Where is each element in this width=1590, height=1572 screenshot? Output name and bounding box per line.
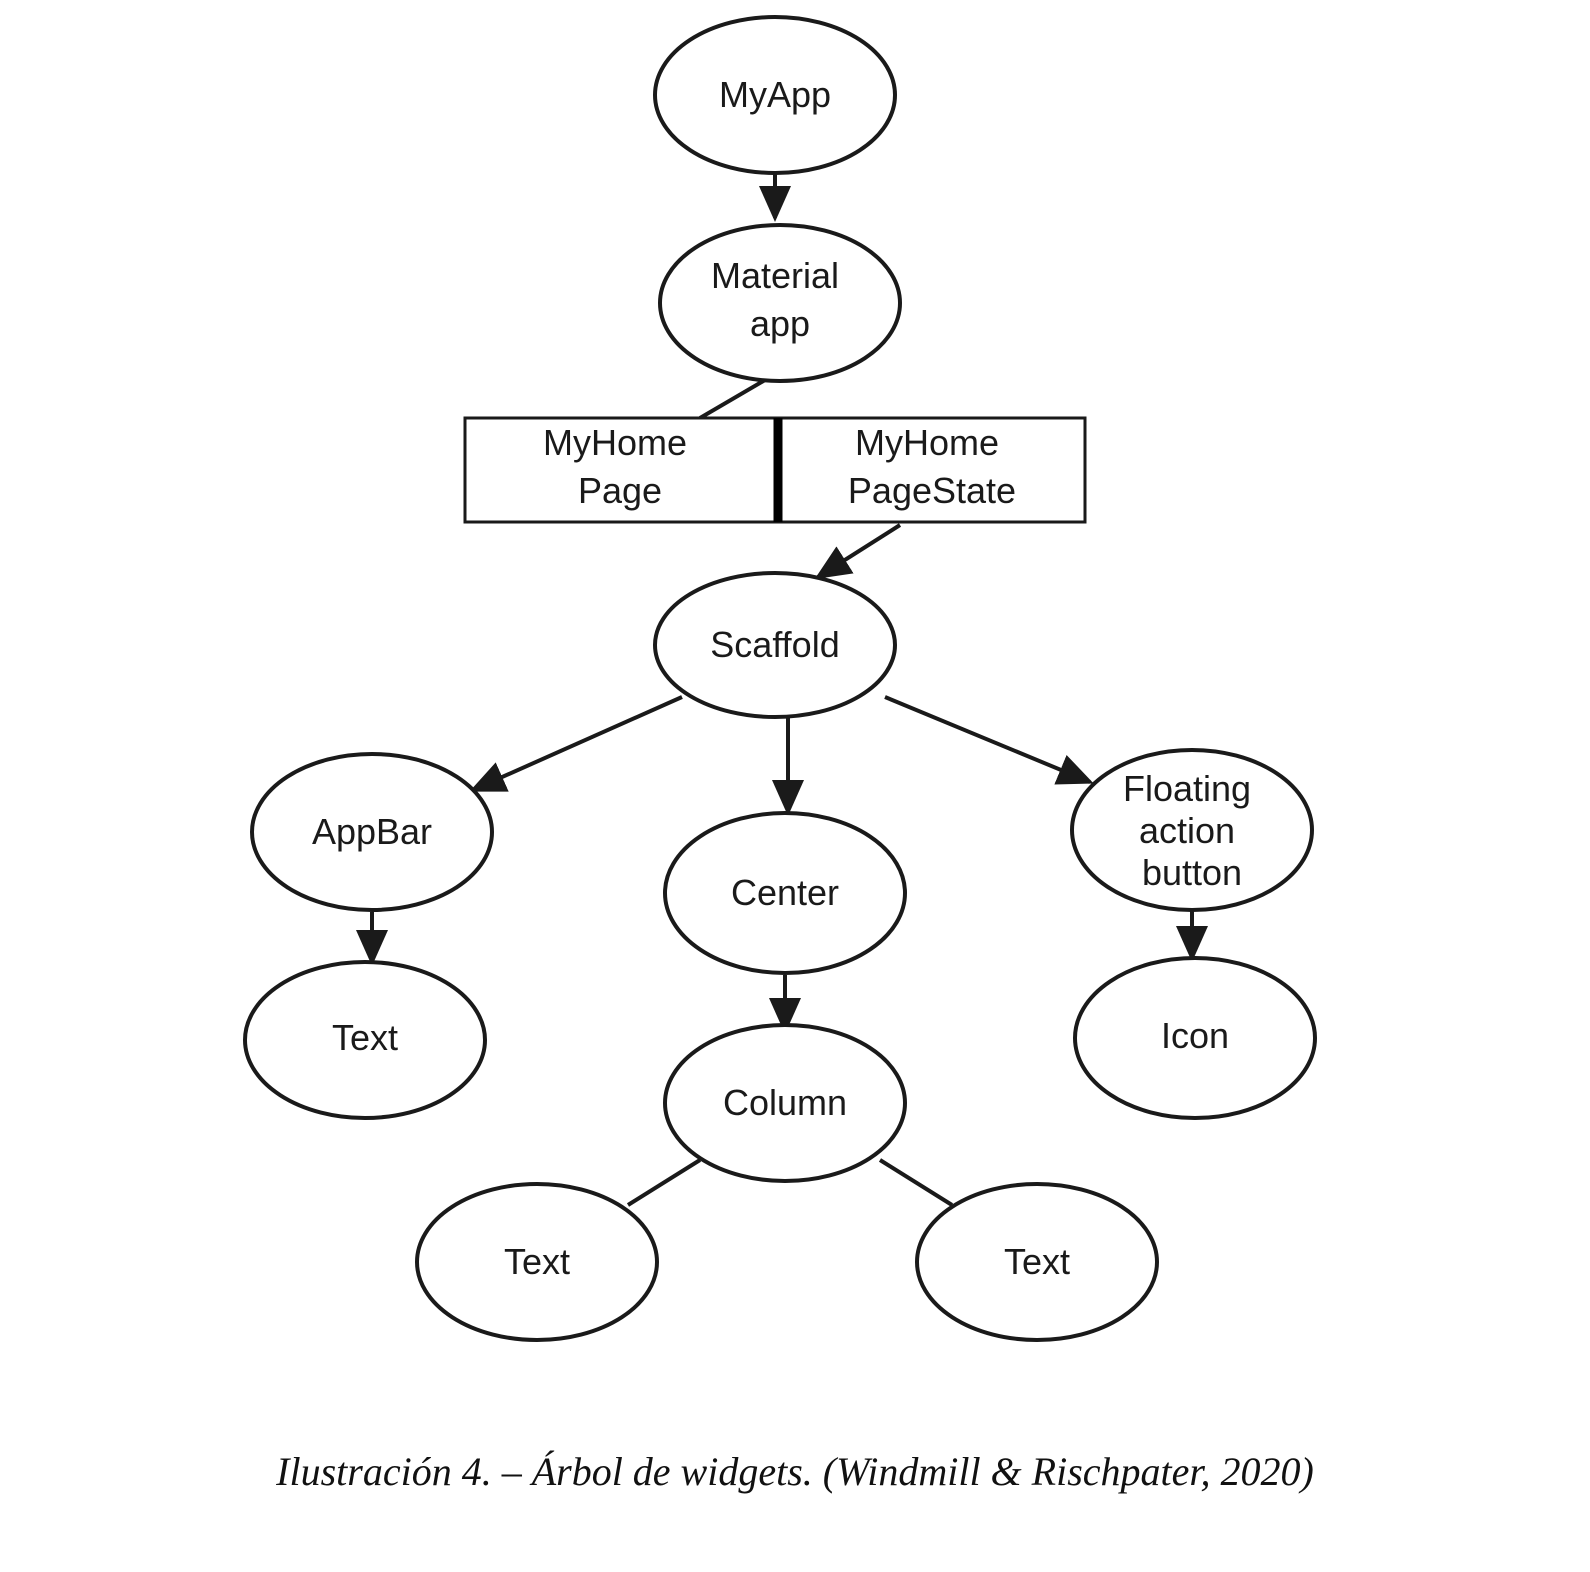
node-icon-label: Icon: [1161, 1015, 1229, 1056]
edge-scaffold-fab: [884, 695, 1094, 785]
figure-caption: Ilustración 4. – Árbol de widgets. (Wind…: [276, 1449, 1314, 1494]
edge-myhomepagestate-scaffold: [814, 523, 902, 580]
edge-scaffold-appbar: [469, 695, 683, 792]
node-column-text-left-label-line-1: Text: [504, 1241, 570, 1282]
edge-column-text-left: [626, 1158, 702, 1207]
node-myhomepage-label-line-1: MyHome: [543, 422, 687, 463]
node-stateful-widget-box: MyHome Page MyHome PageState: [463, 416, 1087, 524]
node-appbar: AppBar: [250, 752, 494, 912]
node-myhomepagestate-label-line-2: PageState: [848, 470, 1016, 511]
node-fab-label-line-1: Floating: [1123, 768, 1251, 809]
node-myhomepagestate-label: MyHome PageState: [848, 422, 1016, 511]
node-column-label-line-1: Column: [723, 1082, 847, 1123]
node-icon: Icon: [1073, 956, 1317, 1120]
node-column-text-left-label: Text: [504, 1241, 570, 1282]
edge-material-app-myhomepage: [698, 378, 767, 420]
node-scaffold: Scaffold: [653, 571, 897, 719]
node-column-text-right-label: Text: [1004, 1241, 1070, 1282]
node-myhomepage-label: MyHome Page: [543, 422, 697, 511]
node-myapp-label-line-1: MyApp: [719, 74, 831, 115]
node-column: Column: [663, 1023, 907, 1183]
edge-column-text-right: [878, 1158, 954, 1207]
node-fab-label: Floating action button: [1123, 768, 1261, 893]
node-column-text-right-label-line-1: Text: [1004, 1241, 1070, 1282]
node-center: Center: [663, 811, 907, 975]
node-center-label-line-1: Center: [731, 872, 839, 913]
node-icon-label-line-1: Icon: [1161, 1015, 1229, 1056]
node-column-label: Column: [723, 1082, 847, 1123]
node-column-text-right: Text: [915, 1182, 1159, 1342]
node-appbar-text-label: Text: [332, 1017, 398, 1058]
node-material-app-label: Material app: [711, 255, 849, 344]
node-material-app-label-line-2: app: [750, 303, 810, 344]
node-appbar-text-label-line-1: Text: [332, 1017, 398, 1058]
widget-tree-diagram: MyApp Material app MyHome Page MyHome Pa…: [243, 15, 1317, 1342]
node-appbar-label: AppBar: [312, 811, 432, 852]
node-myapp: MyApp: [653, 15, 897, 175]
node-center-label: Center: [731, 872, 839, 913]
node-appbar-text: Text: [243, 960, 487, 1120]
node-myapp-label: MyApp: [719, 74, 831, 115]
node-fab-label-line-3: button: [1142, 852, 1242, 893]
node-scaffold-label-line-1: Scaffold: [710, 624, 839, 665]
node-material-app-label-line-1: Material: [711, 255, 839, 296]
node-myhomepage-label-line-2: Page: [578, 470, 662, 511]
node-myhomepagestate-label-line-1: MyHome: [855, 422, 999, 463]
node-column-text-left: Text: [415, 1182, 659, 1342]
node-floating-action-button: Floating action button: [1070, 748, 1314, 912]
edges: [356, 172, 1208, 1207]
node-appbar-label-line-1: AppBar: [312, 811, 432, 852]
node-fab-label-line-2: action: [1139, 810, 1235, 851]
node-scaffold-label: Scaffold: [710, 624, 839, 665]
node-material-app: Material app: [658, 223, 902, 383]
